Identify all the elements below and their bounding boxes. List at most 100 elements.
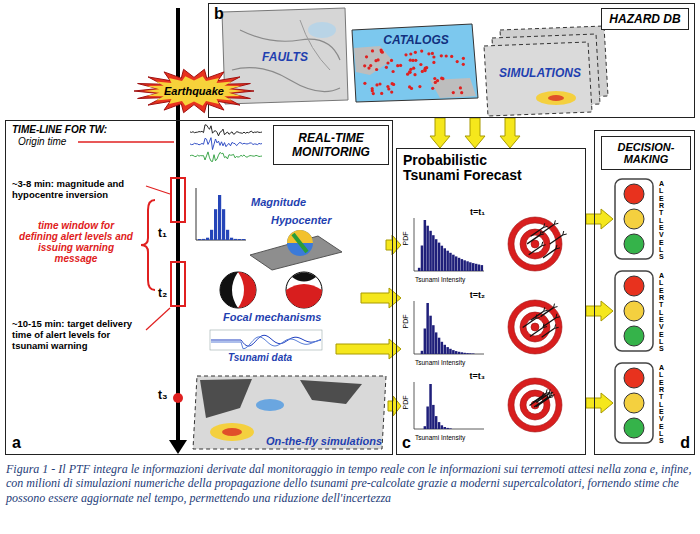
histograms-part [446,428,449,429]
catalogs-map-part-part [419,63,422,66]
catalogs-map-part-part [432,61,435,64]
catalogs-map-part-part [380,92,383,95]
targets-part [546,389,547,393]
magnitude-plot [196,188,246,240]
timeline-part [141,200,155,290]
focal-mechanism-balls-part [286,284,322,308]
catalogs-map-part-part [396,64,399,67]
node-text: Tsunami Intensity [415,359,465,366]
targets-part [531,323,539,331]
pdf-plot: t=t₂PDFTsunami Intensity [401,290,487,366]
catalogs-map-part-part [431,52,434,55]
monitoring-panel: a REAL-TIME MONITORING MagnitudeHypocenter… [5,120,393,455]
histograms [414,218,484,429]
timeline-note: time window for defining alert levels an… [18,220,134,264]
catalogs-map-part-part [409,68,412,71]
catalogs-map-part-part [456,60,459,63]
targets-part [531,240,539,248]
catalogs-map [352,24,478,102]
catalogs-map-part-part [431,87,434,90]
histograms-part [446,251,449,271]
magnitude-plot-part-part [202,239,205,240]
node-text: ALERT LEVELS [659,364,666,445]
monitoring-item: Tsunami data [206,329,336,369]
timeline-part [173,393,183,403]
targets-part [542,242,543,246]
catalogs-map-part [354,46,392,75]
traffic-light-part [624,368,644,388]
targets-part [551,392,552,396]
node-text: SIMULATIONS [499,66,581,80]
histograms-part [421,246,424,272]
traffic-light-part [624,326,644,346]
catalogs-map-part-part [424,69,427,72]
histograms-part [429,384,432,429]
focal-mechanism-balls-part [238,272,256,308]
targets-part [514,306,556,348]
timeline-part [169,440,187,454]
targets-part [536,398,549,407]
histograms-part [463,353,466,354]
on-the-fly-map-part [256,399,284,411]
focal-mechanism-balls [220,272,322,308]
hypocenter-figure-part [287,230,313,256]
histograms-part [444,427,447,429]
targets-part [540,231,541,235]
catalogs-map-part-part [363,82,366,85]
focal-mechanism-balls-part [220,272,238,308]
faults-map-part [232,68,340,92]
node-text: FAULTS [262,50,308,64]
catalogs-map-part-part [427,52,430,55]
hazard-panel: bHAZARD DBFAULTSCATALOGSSIMULATIONS [208,3,695,118]
catalogs-map-part-part [421,70,424,73]
monitoring-item: Focal mechanisms [201,269,361,327]
targets-part [508,300,562,354]
timeline-part [146,308,170,330]
catalogs-map-part-part [459,86,462,89]
histograms-part [418,268,421,271]
catalogs-map-part-part [391,82,394,85]
targets-part [523,319,536,328]
catalogs-map-part-part [445,54,448,57]
histograms-part [426,407,429,430]
targets-part [542,328,555,337]
traffic-light-part [624,393,644,413]
node-text: REAL-TIME MONITORING [276,131,386,159]
targets-part [549,389,550,393]
hypocenter-figure-part [293,234,307,252]
histograms-part [466,261,469,271]
histograms-part [441,425,444,429]
magnitude-plot-part [198,195,245,240]
node-text: Hypocenter [271,214,332,226]
targets-part [550,235,563,244]
catalogs-map-part-part [386,85,389,88]
tsunami-gauge-plot-part [210,330,322,350]
traffic-light-part [624,418,644,438]
simulations-stack-part [548,95,564,101]
seismogram-part [190,138,262,150]
time-marker: t₂ [158,286,172,300]
panel-title-box: DECISION-MAKING [601,136,691,170]
histograms-part [438,338,441,354]
histograms-part [478,265,481,272]
catalogs-map-part-part [436,79,439,82]
forecast-panel: cProbabilistic Tsunami Forecastt=t₁PDFTs… [396,148,586,455]
histograms-part [475,264,478,271]
on-the-fly-map-part [222,428,242,436]
panel-title-box: HAZARD DB [601,8,689,30]
histograms-part [481,265,484,271]
targets-part [563,231,564,235]
histograms-part [441,246,444,271]
histograms-part [432,405,435,429]
flow-arrow [586,393,613,413]
pdf-plot: t=t₁PDFTsunami Intensity [401,207,487,283]
catalogs-map-part-part [369,64,372,67]
monitoring-item: On-the-fly simulations [193,375,388,451]
catalogs-map-part-part [440,77,443,80]
node-text: Tsunami data [228,352,292,363]
simulations-stack [484,26,608,116]
monitoring-item: MagnitudeHypocenter [191,184,386,271]
traffic-light-part [624,184,644,204]
node-text: b [214,5,224,23]
node-text: a [12,434,21,452]
